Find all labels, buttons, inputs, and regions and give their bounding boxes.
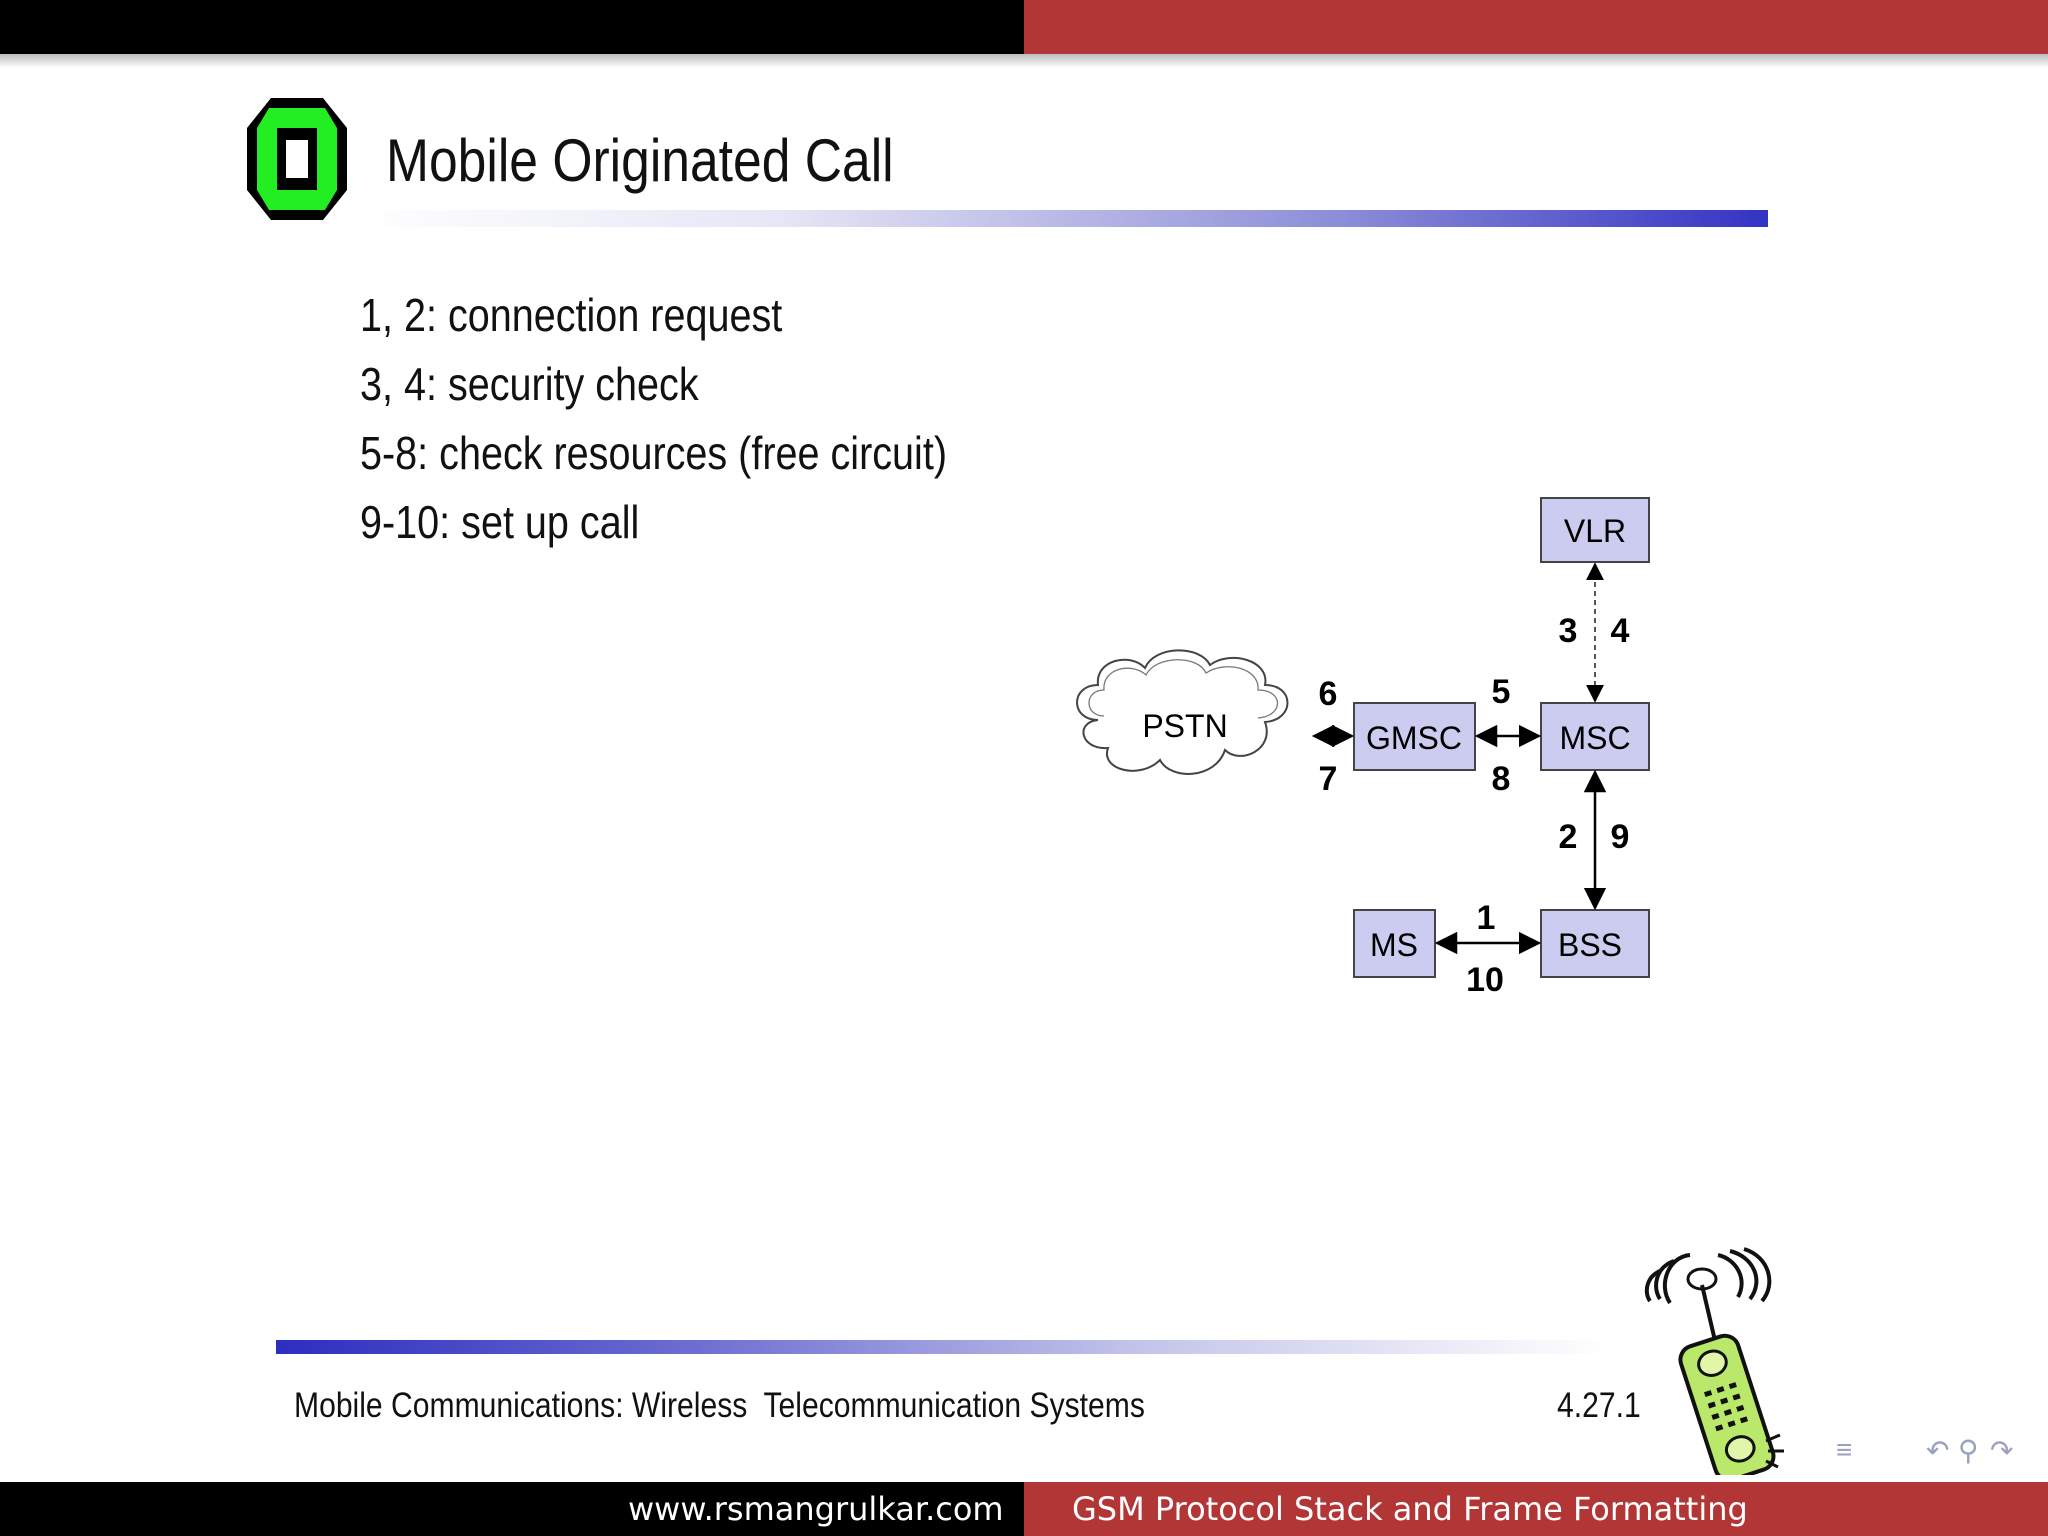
university-logo-icon	[247, 98, 347, 220]
step-label: 7	[1319, 760, 1338, 798]
footer-course-title: Mobile Communications: Wireless Telecomm…	[294, 1386, 1145, 1425]
bottom-footer-bar: www.rsmangrulkar.com GSM Protocol Stack …	[0, 1482, 2048, 1536]
step-label: 3	[1559, 612, 1578, 650]
bottom-bar-left: www.rsmangrulkar.com	[0, 1482, 1024, 1536]
bullet-item: 9-10: set up call	[360, 496, 640, 548]
gmsc-node: GMSC	[1353, 702, 1476, 771]
top-header-left	[0, 0, 1024, 54]
bullet-item: 5-8: check resources (free circuit)	[360, 427, 947, 479]
call-flow-diagram: PSTN VLR MSC GMSC BSS MS 3 4 6 7 5 8 2 9…	[1076, 497, 1650, 999]
footer-slide-number: 4.27.1	[1557, 1386, 1641, 1425]
undo-icon[interactable]: ↶	[1926, 1435, 1950, 1466]
step-label: 6	[1319, 675, 1338, 713]
ms-node: MS	[1353, 909, 1436, 978]
title-underline	[356, 210, 1768, 227]
slide-title: Mobile Originated Call	[386, 127, 894, 194]
top-header-right	[1024, 0, 2048, 54]
presentation-title: GSM Protocol Stack and Frame Formatting	[1072, 1490, 1748, 1528]
bullet-list: 1, 2: connection request 3, 4: security …	[360, 284, 1043, 560]
msc-label: MSC	[1559, 720, 1630, 756]
ms-label: MS	[1370, 927, 1418, 963]
top-header-bar	[0, 0, 2048, 54]
toc-icon[interactable]: ≡	[1836, 1434, 1853, 1465]
msc-node: MSC	[1540, 702, 1650, 771]
header-shadow	[0, 54, 2048, 68]
footer-rule	[276, 1340, 1606, 1354]
step-label: 1	[1477, 899, 1496, 937]
mobile-phone-icon	[1644, 1247, 1784, 1475]
gmsc-label: GMSC	[1366, 720, 1462, 756]
pstn-label: PSTN	[1142, 708, 1227, 744]
bullet-item: 3, 4: security check	[360, 358, 699, 410]
bullet-item: 1, 2: connection request	[360, 289, 783, 341]
website-url: www.rsmangrulkar.com	[628, 1490, 1004, 1528]
vlr-label: VLR	[1564, 513, 1626, 549]
step-label: 9	[1611, 818, 1630, 856]
bss-label: BSS	[1558, 927, 1622, 963]
step-label: 4	[1611, 612, 1630, 650]
bss-node: BSS	[1540, 909, 1650, 978]
beamer-navigation: ≡ ↶ ⚲ ↷	[1836, 1434, 2036, 1474]
step-label: 10	[1466, 961, 1504, 999]
bottom-bar-right: GSM Protocol Stack and Frame Formatting	[1024, 1482, 2048, 1536]
find-icon[interactable]: ⚲	[1958, 1435, 1979, 1466]
step-label: 8	[1492, 760, 1511, 798]
step-label: 2	[1559, 818, 1578, 856]
step-label: 5	[1492, 673, 1511, 711]
redo-icon[interactable]: ↷	[1990, 1435, 2014, 1466]
pstn-cloud: PSTN	[1076, 649, 1289, 775]
vlr-node: VLR	[1540, 497, 1650, 563]
